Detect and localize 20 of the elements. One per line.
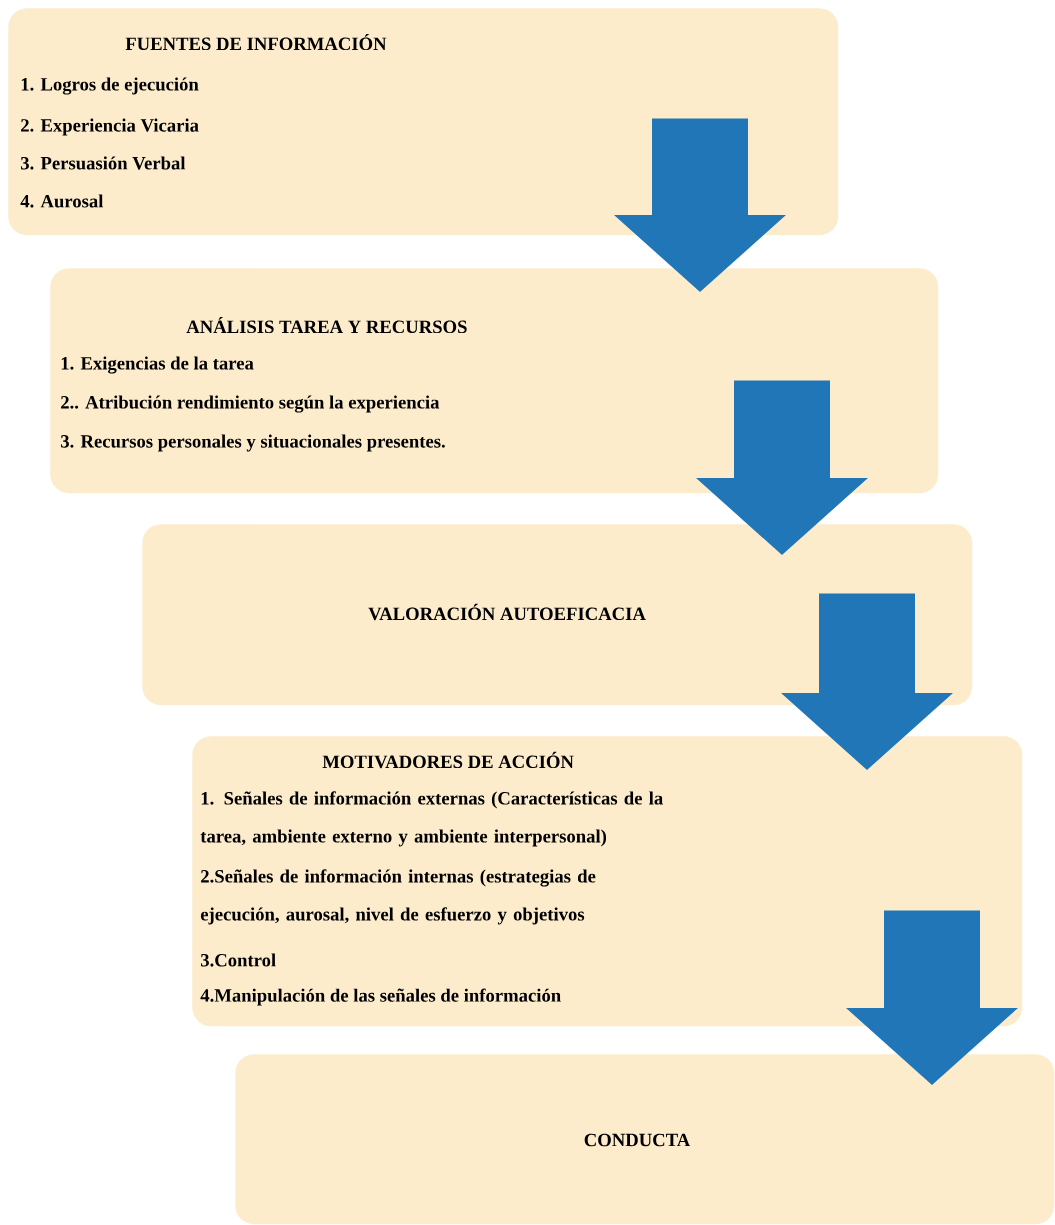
list-item: 4.Manipulación de las señales de información xyxy=(200,988,561,1006)
list-item: 3.Control xyxy=(201,953,276,967)
block-arrow xyxy=(614,118,786,292)
heading: VALORACIÓN AUTOEFICACIA xyxy=(368,603,646,621)
list-item: 1. Exigencias de la tarea xyxy=(61,356,254,374)
list-item: 3. Recursos personales y situacionales presentes. xyxy=(61,434,445,452)
heading: CONDUCTA xyxy=(584,1133,691,1147)
list-item: 2.. Atribución rendimiento según la experiencia xyxy=(61,395,440,413)
heading: FUENTES DE INFORMACIÓN xyxy=(125,33,387,51)
heading: MOTIVADORES DE ACCIÓN xyxy=(322,751,574,769)
list-item: 1. Señales de información externas (Características de la tarea, ambiente externo y ambiente interpersonal) xyxy=(200,791,663,847)
list-item: 1. Logros de ejecución xyxy=(21,77,199,95)
list-item: 3. Persuasión Verbal xyxy=(21,156,186,170)
list-item: 4. Aurosal xyxy=(20,194,104,208)
heading: ANÁLISIS TAREA Y RECURSOS xyxy=(186,316,467,334)
list-item: 2.Señales de información internas (estrategias de ejecución, aurosal, nivel de esfuerzo y objetivos xyxy=(200,869,596,925)
block-arrow xyxy=(696,380,868,555)
list-item: 2. Experiencia Vicaria xyxy=(21,118,199,136)
block-arrow xyxy=(846,910,1018,1085)
block-arrow xyxy=(781,593,953,770)
